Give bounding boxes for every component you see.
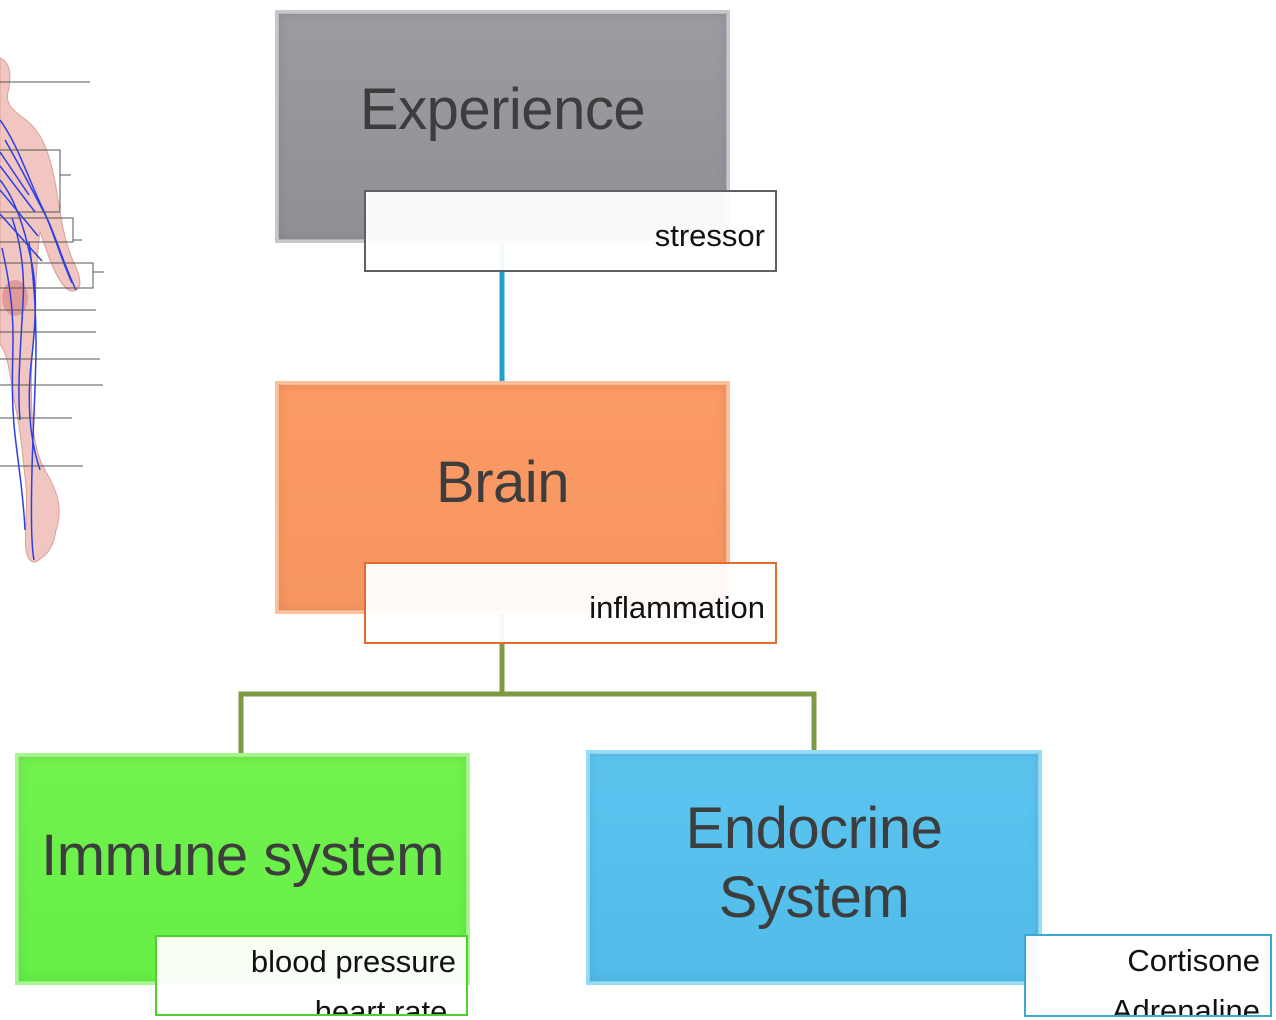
immune-system-note: blood pressure heart rate, <box>155 935 468 1016</box>
brain-title: Brain <box>436 450 569 516</box>
endocrine-system-note: Cortisone Adrenaline <box>1024 934 1272 1017</box>
experience-title: Experience <box>359 77 646 143</box>
lymph-vessels <box>0 119 77 561</box>
experience-note: stressor <box>364 190 777 272</box>
immune-system-title: Immune system <box>41 822 444 888</box>
edge-brain-branch <box>238 614 505 753</box>
edge-brain-endocrine <box>502 691 817 750</box>
anatomy-figure-image <box>0 57 104 563</box>
anatomy-callout-lines <box>0 81 104 467</box>
endocrine-system-title: Endocrine System <box>685 796 943 930</box>
abdomen-organ <box>2 280 28 316</box>
brain-note: inflammation <box>364 562 777 644</box>
endocrine-system-node: Endocrine System <box>586 750 1042 985</box>
